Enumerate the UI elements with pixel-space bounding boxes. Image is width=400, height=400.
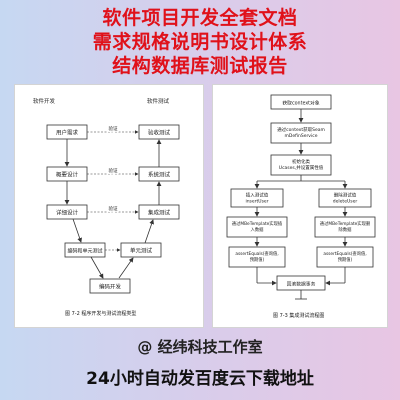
box-detail-design: 详细设计 bbox=[46, 204, 88, 220]
svg-text:通过MBeTemplate实现插入数据: 通过MBeTemplate实现插入数据 bbox=[232, 220, 283, 233]
box-outline-design: 概要设计 bbox=[46, 166, 88, 182]
box-acceptance-test: 验收测试 bbox=[138, 124, 180, 140]
box-unit-coding: 编码和单元测试 bbox=[64, 242, 106, 258]
download-notice: 24小时自动发百度云下载地址 bbox=[86, 369, 314, 389]
title-line-2: 需求规格说明书设计体系 bbox=[92, 31, 308, 53]
flow-assert-delete: assertEquals(查询值,预期值) bbox=[316, 246, 374, 268]
box-integration-test: 集成测试 bbox=[138, 204, 180, 220]
svg-text:获取context对象: 获取context对象 bbox=[282, 100, 319, 107]
svg-text:编码开发: 编码开发 bbox=[99, 283, 122, 291]
svg-text:验收测试: 验收测试 bbox=[148, 129, 171, 137]
verify-label-2: 验证 bbox=[109, 167, 118, 174]
right-caption: 图 7-3 集成测试流程图 bbox=[273, 312, 324, 319]
studio-name: @ 经纬科技工作室 bbox=[137, 338, 263, 356]
svg-text:详细设计: 详细设计 bbox=[56, 209, 79, 217]
svg-text:概要设计: 概要设计 bbox=[56, 171, 79, 179]
flow-assert-insert: assertEquals(查询值,预期值) bbox=[228, 246, 286, 268]
title-line-3: 结构数据库测试报告 bbox=[112, 55, 288, 77]
svg-text:assertEquals(查询值,预期值): assertEquals(查询值,预期值) bbox=[235, 250, 278, 263]
svg-text:编码和单元测试: 编码和单元测试 bbox=[67, 248, 102, 255]
verify-label-1: 验证 bbox=[109, 125, 118, 132]
svg-text:通过MBeTemplate实现删除数据: 通过MBeTemplate实现删除数据 bbox=[320, 220, 370, 233]
box-code-dev: 编码开发 bbox=[89, 278, 131, 294]
flow-delete-template: 通过MBeTemplate实现删除数据 bbox=[314, 216, 376, 238]
v-model-diagram: 软件开发 软件测试 用户需求 概要设计 详细设计 编码和单元测试 编码开发 验收… bbox=[33, 97, 180, 317]
col-left-title: 软件开发 bbox=[33, 97, 56, 105]
svg-text:验证: 验证 bbox=[109, 167, 118, 174]
svg-text:验证: 验证 bbox=[109, 125, 118, 132]
box-system-test: 系统测试 bbox=[138, 166, 180, 182]
col-right-title: 软件测试 bbox=[147, 97, 170, 105]
box-unit-test: 单元测试 bbox=[120, 242, 162, 258]
svg-text:系统测试: 系统测试 bbox=[148, 171, 171, 179]
svg-text:验证: 验证 bbox=[109, 205, 118, 212]
title-line-1: 软件项目开发全套文档 bbox=[102, 7, 298, 29]
flow-insert-template: 通过MBeTemplate实现插入数据 bbox=[226, 216, 288, 238]
svg-text:集成测试: 集成测试 bbox=[148, 209, 171, 217]
left-caption: 图 7-2 程序开发与测试流程类型 bbox=[65, 310, 136, 317]
svg-text:单元测试: 单元测试 bbox=[130, 247, 153, 255]
verify-label-3: 验证 bbox=[109, 205, 118, 212]
v-model-document: 软件开发 软件测试 用户需求 概要设计 详细设计 编码和单元测试 编码开发 验收… bbox=[14, 84, 204, 328]
svg-text:回滚数据事务: 回滚数据事务 bbox=[287, 281, 316, 288]
box-req-analysis: 用户需求 bbox=[46, 124, 88, 140]
svg-text:用户需求: 用户需求 bbox=[56, 129, 79, 137]
svg-text:assertEquals(查询值,预期值): assertEquals(查询值,预期值) bbox=[323, 250, 366, 263]
title-block: 软件项目开发全套文档 需求规格说明书设计体系 结构数据库测试报告 bbox=[0, 6, 400, 78]
flow-close: 回滚数据事务 bbox=[276, 275, 326, 291]
flow-step-1: 获取context对象 bbox=[270, 94, 332, 110]
